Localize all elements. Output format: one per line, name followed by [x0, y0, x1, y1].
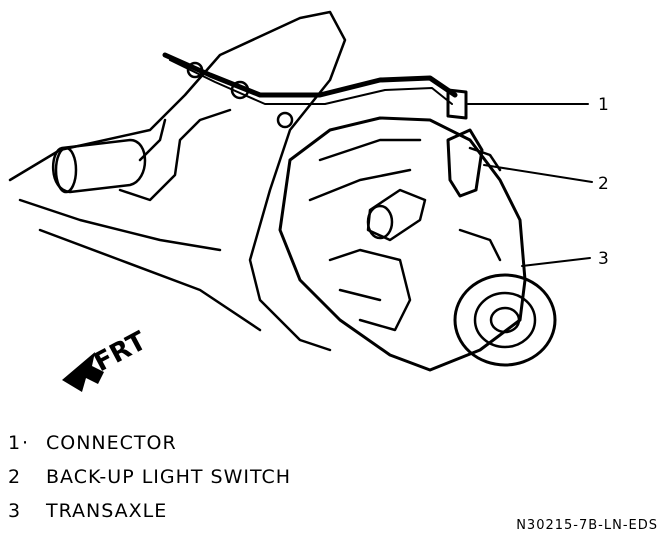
- legend-item-number: 1: [8, 432, 22, 454]
- front-arrow-icon: [62, 352, 104, 392]
- legend-item-label: TRANSAXLE: [46, 500, 168, 522]
- front-direction-label: FRT: [89, 326, 151, 378]
- figure-code: N30215-7B-LN-EDS: [516, 518, 658, 533]
- legend-item-separator: ·: [22, 432, 30, 454]
- differential-housing: [453, 273, 557, 367]
- legend-item: 3 TRANSAXLE: [8, 500, 428, 534]
- connector: [446, 88, 468, 120]
- callout-3-number: 3: [598, 249, 609, 269]
- transaxle-illustration: 1 2 3 FRT: [8, 10, 609, 392]
- callout-3-leader: [521, 257, 591, 267]
- front-direction-indicator: FRT: [62, 326, 152, 392]
- legend-item-number: 3: [8, 500, 22, 522]
- back-up-light-switch: [446, 128, 484, 198]
- legend-item: 2 BACK-UP LIGHT SWITCH: [8, 466, 428, 500]
- callout-2-number: 2: [598, 174, 609, 194]
- parts-legend: 1 · CONNECTOR 2 BACK-UP LIGHT SWITCH 3 T…: [8, 432, 428, 534]
- starter-motor: [51, 138, 147, 194]
- wiring-harness: [162, 52, 458, 98]
- legend-item-label: CONNECTOR: [46, 432, 177, 454]
- callout-1-number: 1: [598, 95, 609, 115]
- legend-item: 1 · CONNECTOR: [8, 432, 428, 466]
- legend-item-label: BACK-UP LIGHT SWITCH: [46, 466, 292, 488]
- engine-block: [8, 10, 347, 352]
- legend-item-number: 2: [8, 466, 22, 488]
- transaxle-case: [278, 116, 527, 372]
- callout-2-leader: [483, 164, 593, 183]
